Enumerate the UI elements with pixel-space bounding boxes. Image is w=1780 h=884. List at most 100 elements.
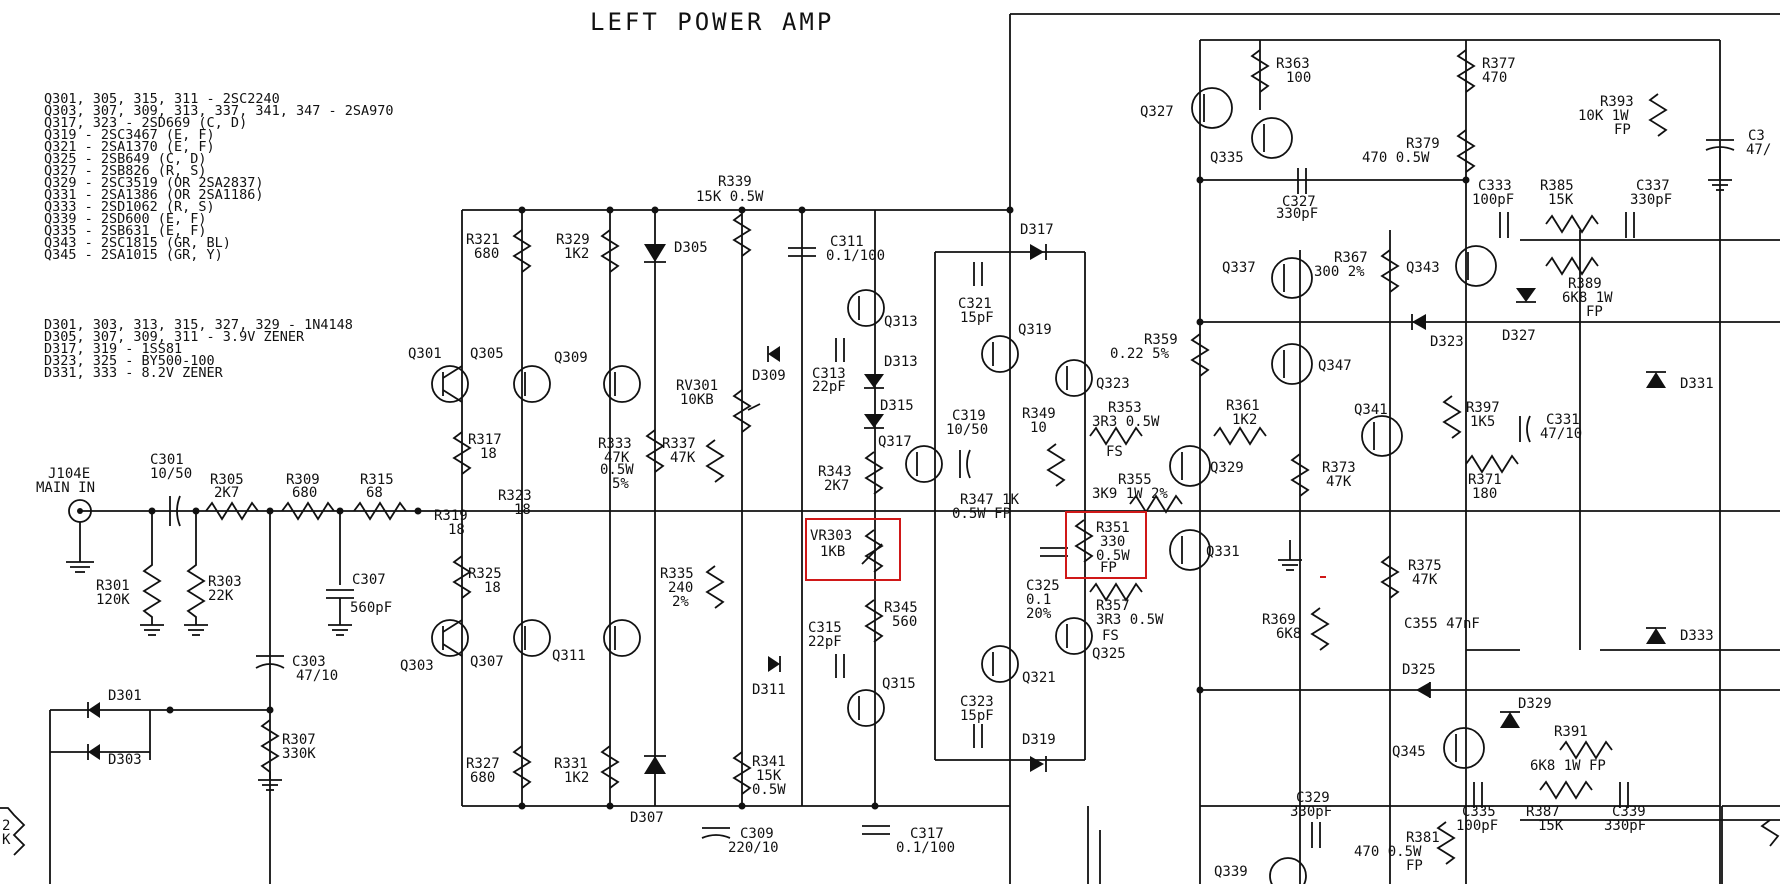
capacitor-c325: C325 0.1 20% [1026, 547, 1068, 622]
r353-value: 3R3 0.5W [1092, 414, 1160, 430]
r301-value: 120K [96, 592, 130, 608]
q307-label: Q307 [470, 654, 504, 670]
r393-note: FP [1614, 122, 1631, 138]
zener-d333: D333 [1646, 627, 1714, 644]
c337-ref: C337 [1636, 178, 1670, 194]
diode-d325: D325 [1402, 662, 1436, 698]
resistor-r387: R387 15K [1526, 780, 1593, 834]
r371-value: 180 [1472, 486, 1497, 502]
r347-value: 0.5W FP [952, 506, 1011, 522]
resistor-r369: R369 6K8 [1262, 607, 1330, 651]
resistor-r321: R321 680 [466, 229, 532, 273]
c333-value: 100pF [1472, 192, 1514, 208]
r307-ref: R307 [282, 732, 316, 748]
edge-resistor: 2 K [0, 807, 26, 856]
transistor-q345: Q345 [1392, 727, 1485, 769]
d325-label: D325 [1402, 662, 1436, 678]
r321-ref: R321 [466, 232, 500, 248]
capacitor-c331: C331 47/10 [1519, 412, 1582, 443]
r305-ref: R305 [210, 472, 244, 488]
vr303-value: 1KB [820, 544, 845, 560]
transistor-q343: Q343 [1406, 245, 1497, 287]
r351-watt: 0.5W [1096, 548, 1130, 564]
legend-line: Q333 - 2SD1062 (R, S) [44, 199, 215, 215]
r369-ref: R369 [1262, 612, 1296, 628]
c327-value: 330pF [1276, 206, 1318, 222]
r363-value: 100 [1286, 70, 1311, 86]
r351-value: 330 [1100, 534, 1125, 550]
legend-line: Q317, 323 - 2SD669 (C, D) [44, 115, 247, 131]
r359-value: 0.22 5% [1110, 346, 1170, 362]
q341-label: Q341 [1354, 402, 1388, 418]
c331-value: 47/10 [1540, 426, 1582, 442]
d301-label: D301 [108, 688, 142, 704]
capacitor-c317: C317 0.1/100 [862, 825, 955, 856]
q325-label: Q325 [1092, 646, 1126, 662]
resistor-r373: R373 47K [1278, 453, 1356, 571]
r387-ref: R387 [1526, 804, 1560, 820]
r309-value: 680 [292, 485, 317, 501]
q327-label: Q327 [1140, 104, 1174, 120]
c327-ref: C327 [1282, 194, 1316, 210]
resistor-r391: R391 6K8 1W FP [1530, 724, 1613, 774]
page-title: LEFT POWER AMP [590, 8, 834, 36]
transistor-q337: Q337 [1222, 257, 1313, 299]
r391-value: 6K8 1W FP [1530, 758, 1606, 774]
resistor-r329: R329 1K2 [556, 229, 620, 273]
resistor-r339: R339 15K 0.5W [696, 174, 764, 257]
r305-value: 2K7 [214, 485, 239, 501]
r363-ref: R363 [1276, 56, 1310, 72]
trimmer-vr303: VR303 1KB [810, 528, 884, 573]
q311-label: Q311 [552, 648, 586, 664]
resistor-r397: R397 1K5 [1442, 395, 1500, 439]
r387-value: 15K [1538, 818, 1564, 834]
r397-value: 1K5 [1470, 414, 1495, 430]
r349-ref: R349 [1022, 406, 1056, 422]
resistor-r301: R301 120K [96, 511, 164, 636]
resistor-r315: R315 68 [353, 472, 407, 521]
c329-value: 330pF [1290, 804, 1332, 820]
d311-label: D311 [752, 682, 786, 698]
d313-label: D313 [884, 354, 918, 370]
r389-ref: R389 [1568, 276, 1602, 292]
q305-label: Q305 [470, 346, 504, 362]
resistor-r379: R379 470 0.5W [1362, 129, 1476, 173]
zener-d305: D305 [644, 240, 708, 263]
r329-ref: R329 [556, 232, 590, 248]
q303-label: Q303 [400, 658, 434, 674]
c307-ref: C307 [352, 572, 386, 588]
r357-ref: R357 [1096, 598, 1130, 614]
d331-label: D331 [1680, 376, 1714, 392]
resistor-r349: R349 10 [1022, 406, 1066, 487]
resistor-r309: R309 680 [281, 472, 335, 521]
d305-label: D305 [674, 240, 708, 256]
resistor-r345: R345 560 [864, 599, 918, 643]
r385-value: 15K [1548, 192, 1574, 208]
capacitor-c319: C319 10/50 [946, 408, 988, 479]
diode-d319: D319 [1022, 732, 1056, 772]
d317-label: D317 [1020, 222, 1054, 238]
r371-ref: R371 [1468, 472, 1502, 488]
input-jack: J104E MAIN IN [36, 466, 95, 573]
r375-ref: R375 [1408, 558, 1442, 574]
r331-ref: R331 [554, 756, 588, 772]
c309-ref: C309 [740, 826, 774, 842]
r319-value: 18 [448, 522, 465, 538]
r389-note: FP [1586, 304, 1603, 320]
r333-ref: R333 [598, 436, 632, 452]
transistor-q341: Q341 [1354, 402, 1403, 457]
c301-value: 10/50 [150, 466, 192, 482]
r385-ref: R385 [1540, 178, 1574, 194]
q329-label: Q329 [1210, 460, 1244, 476]
c313-ref: C313 [812, 366, 846, 382]
r327-value: 680 [470, 770, 495, 786]
transistor-q331: Q331 [1169, 529, 1240, 571]
zener-d307: D307 [630, 755, 666, 826]
r317-ref: R317 [468, 432, 502, 448]
r375-value: 47K [1412, 572, 1438, 588]
transistor-q329: Q329 [1169, 445, 1244, 487]
diode-d313: D313 [864, 354, 918, 389]
transistor-legend: Q301, 305, 315, 311 - 2SC2240 Q303, 307,… [44, 91, 394, 263]
legend-line: Q335 - 2SB631 (E, F) [44, 223, 207, 239]
diode-d303: D303 [50, 744, 150, 768]
